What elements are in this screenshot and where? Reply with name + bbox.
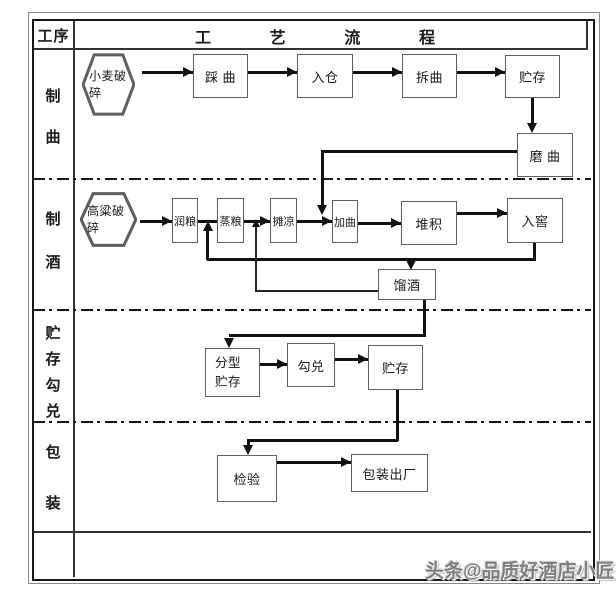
line-pit-feedback-v [206,230,209,260]
arrowhead [391,218,401,228]
lane-char: 兑 [45,403,61,420]
line-distill-down [423,300,426,337]
line-distill-to-typed-h [229,334,425,337]
node-into-pit: 入窖 [507,198,563,243]
arrowhead [252,219,260,227]
node-steam-grain: 蒸粮 [217,198,244,243]
node-inspect: 检验 [217,455,277,502]
arrow-inspect-to-package [277,461,351,464]
corner-header-process-column: 工序 [37,28,70,45]
lane-divider [33,309,591,311]
line-storage-down [396,390,399,441]
line-grind-feedback-h [322,150,518,153]
arrowhead [497,208,507,218]
node-typed-storage: 分型 贮存 [205,348,260,397]
arrowhead [162,216,172,226]
node-grind-qu: 磨 曲 [517,133,573,177]
header-bottom-line [34,48,587,50]
arrowhead [392,67,402,77]
page-title: 工 艺 流 程 [195,24,435,48]
arrow-stack-to-pit [457,212,507,215]
hexagon-label: 高粱破碎 [87,204,125,235]
arrowhead [317,205,327,215]
arrowhead [495,67,505,77]
arrowhead [341,457,351,467]
arrow-typed-to-blend [260,363,287,366]
title-char: 艺 [269,30,286,47]
title-char: 程 [418,30,435,47]
node-label-line: 贮存 [215,374,242,389]
header-right-line [586,21,588,50]
lane-char: 酒 [45,254,61,271]
arrowhead [527,123,537,133]
lane-divider [33,178,591,180]
node-treading-qu: 踩 曲 [193,54,248,98]
lane-char: 制 [45,211,61,228]
node-sorghum-crush: 高粱破碎 [80,192,137,247]
arrow-blend-to-storage [335,358,368,361]
node-spread-cool: 摊凉 [270,198,297,243]
lane-divider-solid [33,531,591,533]
arrowhead [406,260,416,270]
node-blend: 勾兑 [287,343,335,387]
arrow-dismantle-to-storage [457,71,505,74]
lane-label-qu-making: 制 曲 [33,85,73,147]
arrow-warehouse-to-dismantle [353,71,402,74]
arrowhead [358,354,368,364]
lane-char: 勾 [45,377,61,394]
line-grind-feedback-v [321,150,324,207]
arrowhead [260,216,270,226]
line-distill-feedback-h [256,290,378,292]
hexagon-label: 小麦破碎 [89,69,127,100]
table-outer-border [28,12,600,584]
arrowhead [277,359,287,369]
title-char: 工 [195,30,212,47]
arrowhead [322,216,332,226]
arrowhead [183,67,193,77]
lane-label-storage-blending: 贮 存 勾 兑 [33,322,73,421]
line-pit-down [533,243,536,260]
node-moisten-grain: 润粮 [172,198,198,243]
arrowhead [224,338,234,348]
lane-label-liquor-making: 制 酒 [33,208,73,272]
node-into-warehouse: 入仓 [297,54,353,98]
lane-divider [33,421,591,423]
node-wheat-crush: 小麦破碎 [82,53,135,116]
lane-label-packaging: 包 装 [33,441,73,513]
arrow-wheat-to-treading [142,71,193,74]
left-column-divider [73,21,75,577]
node-package-ship: 包装出厂 [351,454,428,492]
arrowhead [287,67,297,77]
arrow-treading-to-warehouse [248,71,297,74]
arrowhead [243,445,253,455]
arrow-storage-to-grind [531,98,534,126]
line-pit-feedback-h [207,258,536,261]
node-distill: 馏酒 [378,269,436,300]
line-storage-to-inspect-h [248,439,398,442]
node-qu-storage: 贮存 [505,55,560,98]
lane-char: 包 [45,444,61,461]
arrowhead [203,221,213,231]
lane-char: 曲 [45,129,61,146]
arrow-spread-to-addqu [297,220,332,223]
node-stack: 堆积 [401,201,457,245]
lane-char: 存 [45,351,61,368]
node-add-qu: 加曲 [332,200,358,243]
arrow-sorghum-to-moisten [140,220,172,223]
lane-char: 装 [45,495,61,512]
title-char: 流 [344,30,361,47]
node-storage: 贮存 [368,345,423,390]
table-inner-border [32,19,595,581]
watermark-text: 头条@品质好酒店小匠 [425,561,615,582]
node-label-line: 分型 [215,356,242,371]
line-distill-feedback-v [255,226,257,292]
lane-char: 制 [45,88,61,105]
lane-char: 贮 [45,325,61,342]
node-dismantle-qu: 拆曲 [402,54,457,98]
arrow-addqu-to-stack [358,222,401,225]
line-storage-to-inspect-v [247,439,250,446]
